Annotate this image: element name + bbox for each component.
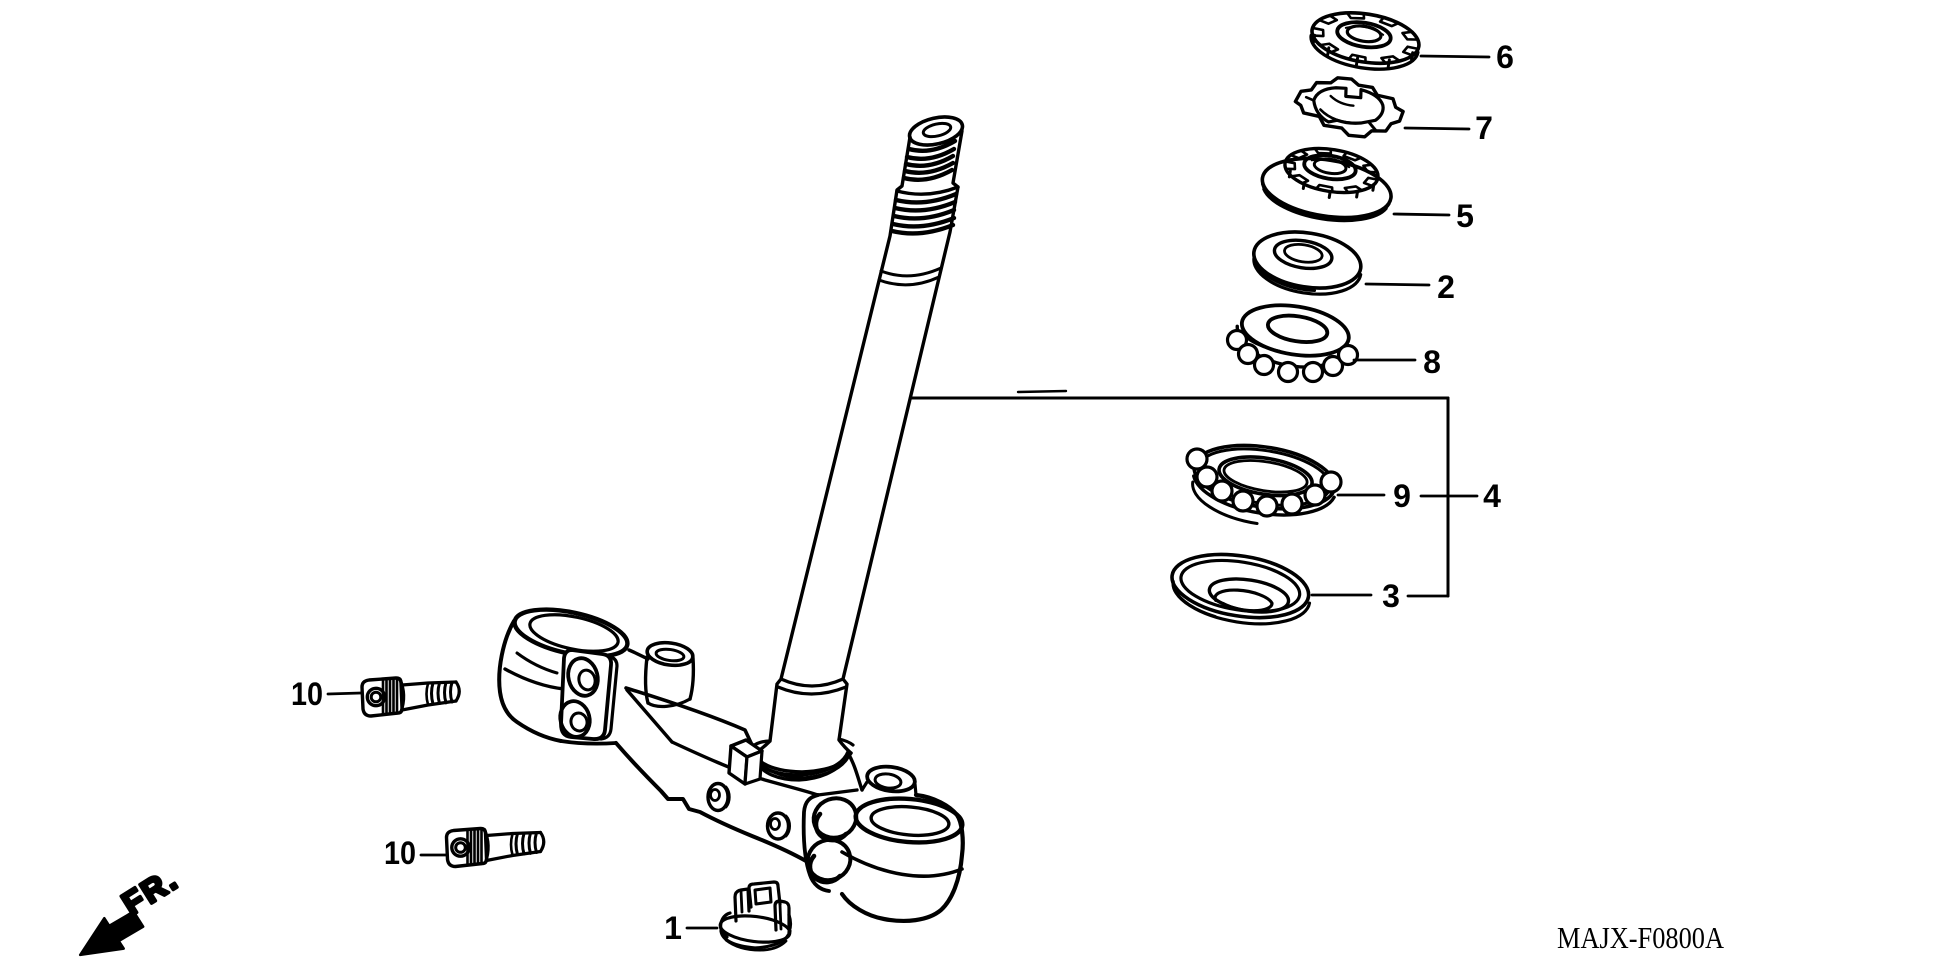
svg-text:2: 2: [1437, 269, 1455, 305]
svg-text:MAJX-F0800A: MAJX-F0800A: [1557, 920, 1725, 955]
svg-text:7: 7: [1475, 110, 1493, 146]
svg-text:1: 1: [664, 910, 682, 946]
svg-text:10: 10: [291, 676, 323, 712]
svg-text:9: 9: [1393, 478, 1411, 514]
svg-text:6: 6: [1496, 39, 1514, 75]
svg-text:3: 3: [1382, 578, 1400, 614]
svg-text:5: 5: [1456, 198, 1474, 234]
svg-text:8: 8: [1423, 344, 1441, 380]
svg-text:4: 4: [1483, 478, 1501, 514]
svg-text:10: 10: [384, 835, 416, 871]
